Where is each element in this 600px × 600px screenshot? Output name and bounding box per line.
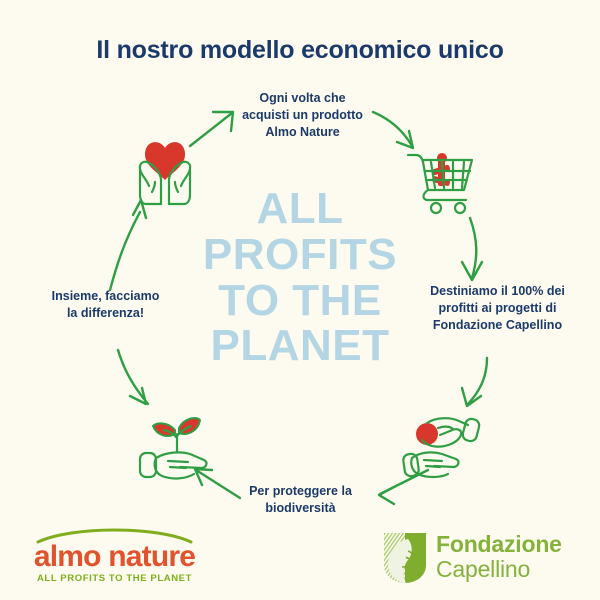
arrow-to-difference (116, 348, 150, 406)
arrow-to-giving-hand (460, 356, 489, 408)
slogan-line-2: PROFITS (202, 229, 398, 279)
slogan-line-3: TO THE (218, 275, 382, 325)
slogan-line-4: PLANET (210, 321, 390, 371)
difference-line-2: la differenza! (66, 305, 145, 320)
slogan-line-1: ALL (256, 184, 344, 233)
hand-giving-icon (398, 404, 488, 484)
fondazione-capellino-logo: Fondazione Capellino (382, 530, 572, 588)
cycle-label-purchase: Ogni volta che acquisti un prodotto Almo… (215, 90, 390, 141)
biodiversity-line-2: biodiversità (265, 500, 336, 515)
cycle-label-difference: Insieme, facciamo la differenza! (18, 288, 193, 322)
arrow-to-heart-hands (108, 198, 148, 292)
profits-line-3: Fondazione Capellino (432, 317, 563, 332)
hands-heart-icon (122, 128, 208, 208)
profits-line-2: profitti ai progetti di (438, 300, 557, 315)
hand-sprout-icon (132, 404, 222, 488)
almo-nature-wordmark: almo nature (33, 540, 196, 573)
almo-nature-arc-icon (36, 528, 193, 544)
purchase-line-3: Almo Nature (265, 124, 340, 139)
fondazione-capellino-wordmark: Fondazione Capellino (436, 532, 576, 582)
difference-line-1: Insieme, facciamo (51, 289, 160, 303)
biodiversity-line-1: Per proteggere la (249, 484, 352, 498)
cycle-label-biodiversity: Per proteggere la biodiversità (213, 483, 388, 517)
almo-nature-logo: almo nature ALL PROFITS TO THE PLANET (32, 528, 197, 588)
fondazione-capellino-mark-icon (384, 533, 426, 583)
center-slogan: ALL PROFITS TO THE PLANET (170, 186, 430, 369)
arrow-to-profits (460, 216, 484, 282)
cycle-label-profits: Destiniamo il 100% dei profitti ai proge… (405, 283, 590, 334)
fondazione-line-1: Fondazione (436, 531, 562, 557)
profits-line-1: Destiniamo il 100% dei (430, 284, 565, 298)
purchase-line-1: Ogni volta che (259, 91, 346, 105)
purchase-line-2: acquisti un prodotto (242, 107, 363, 122)
page-title: Il nostro modello economico unico (96, 36, 504, 64)
fondazione-line-2: Capellino (436, 555, 531, 582)
almo-nature-tagline: ALL PROFITS TO THE PLANET (36, 573, 193, 584)
shopping-cart-icon (398, 138, 484, 218)
